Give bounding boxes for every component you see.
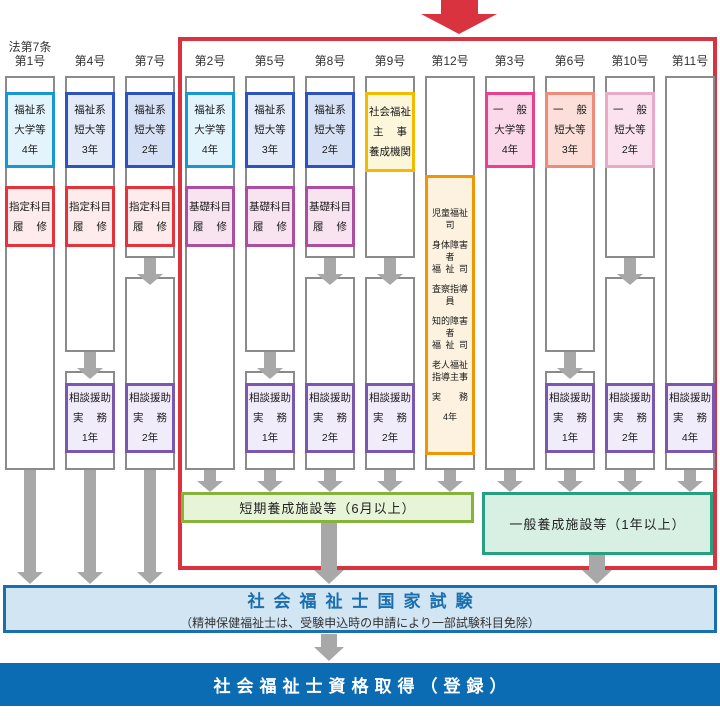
arrow-to-facility-第8号-head <box>317 481 343 492</box>
law-article7-frame <box>178 37 717 570</box>
national-exam-note: （精神保健福祉士は、受験申込時の申請により一部試験科目免除） <box>180 616 540 630</box>
arrow-down-第8号-head <box>317 274 343 285</box>
registration-title: 社会福祉士資格取得（登録） <box>213 677 513 696</box>
arrow-to-facility-第11号-head <box>677 481 703 492</box>
registration-bar: 社会福祉士資格取得（登録） <box>0 663 720 706</box>
short-training-facility-label: 短期養成施設等（6月以上） <box>239 501 416 516</box>
arrow-to-facility-第3号-head <box>497 481 523 492</box>
arrow-to-exam-第7号-head <box>137 572 163 584</box>
column-label-第11号: 第11号 <box>671 54 709 68</box>
arrow-down-第5号-head <box>257 368 283 379</box>
general-training-facility-label: 一般養成施設等（1年以上） <box>509 517 686 532</box>
national-exam-title: 社会福祉士国家試験 <box>247 592 482 611</box>
arrow-down-第5号 <box>264 352 276 368</box>
arrow-exam-to-registration <box>321 634 337 647</box>
arrow-to-facility-第5号 <box>264 470 276 481</box>
arrow-short-facility-to-exam-head <box>314 570 344 584</box>
course-box-第7号: 指定科目履修 <box>125 186 175 247</box>
column-label-第7号: 第7号 <box>134 54 166 68</box>
arrow-down-第10号 <box>624 258 636 274</box>
school-box-第9号: 社会福祉主事養成機関 <box>365 92 415 172</box>
arrow-to-exam-第4号-head <box>77 572 103 584</box>
arrow-to-facility-第12号 <box>444 470 456 481</box>
arrow-down-第6号-head <box>557 368 583 379</box>
course-box-第8号: 基礎科目履修 <box>305 186 355 247</box>
arrow-down-第4号 <box>84 352 96 368</box>
column-label-第8号: 第8号 <box>314 54 346 68</box>
arrow-down-第7号-head <box>137 274 163 285</box>
arrow-to-facility-第11号 <box>684 470 696 481</box>
course-box-第1号: 指定科目履修 <box>5 186 55 247</box>
arrow-to-exam-第4号 <box>84 470 96 572</box>
column-label-第4号: 第4号 <box>74 54 106 68</box>
arrow-to-facility-第5号-head <box>257 481 283 492</box>
arrow-down-第7号 <box>144 258 156 274</box>
arrow-to-exam-第1号 <box>24 470 36 572</box>
short-training-facility-box: 短期養成施設等（6月以上） <box>181 492 474 523</box>
arrow-to-facility-第6号-head <box>557 481 583 492</box>
arrow-to-facility-第12号-head <box>437 481 463 492</box>
arrow-to-facility-第10号-head <box>617 481 643 492</box>
arrow-to-facility-第9号 <box>384 470 396 481</box>
arrow-to-facility-第2号-head <box>197 481 223 492</box>
column-label-第12号: 第12号 <box>431 54 469 68</box>
arrow-down-第9号-head <box>377 274 403 285</box>
arrow-exam-to-registration-head <box>314 647 344 661</box>
column-label-第6号: 第6号 <box>554 54 586 68</box>
arrow-to-exam-第7号 <box>144 470 156 572</box>
arrow-to-exam-第1号-head <box>17 572 43 584</box>
arrow-to-facility-第6号 <box>564 470 576 481</box>
arrow-to-facility-第2号 <box>204 470 216 481</box>
column-label-第9号: 第9号 <box>374 54 406 68</box>
column-label-第1号: 第1号 <box>14 54 46 68</box>
arrow-general-facility-to-exam-head <box>582 570 612 584</box>
general-training-facility-box: 一般養成施設等（1年以上） <box>482 492 713 555</box>
course-box-第5号: 基礎科目履修 <box>245 186 295 247</box>
column-label-第5号: 第5号 <box>254 54 286 68</box>
national-exam-box: 社会福祉士国家試験 （精神保健福祉士は、受験申込時の申請により一部試験科目免除） <box>3 585 717 633</box>
law-ref-label: 法第7条 <box>8 40 52 54</box>
arrow-down-第10号-head <box>617 274 643 285</box>
arrow-down-第4号-head <box>77 368 103 379</box>
column-label-第10号: 第10号 <box>611 54 649 68</box>
course-box-第2号: 基礎科目履修 <box>185 186 235 247</box>
course-box-第4号: 指定科目履修 <box>65 186 115 247</box>
arrow-to-facility-第8号 <box>324 470 336 481</box>
column-label-第3号: 第3号 <box>494 54 526 68</box>
arrow-to-facility-第3号 <box>504 470 516 481</box>
column-label-第2号: 第2号 <box>194 54 226 68</box>
arrow-down-第6号 <box>564 352 576 368</box>
entry-arrow <box>440 0 478 14</box>
entry-arrow-head <box>421 14 497 34</box>
arrow-to-facility-第9号-head <box>377 481 403 492</box>
arrow-short-facility-to-exam <box>321 523 337 570</box>
arrow-to-facility-第10号 <box>624 470 636 481</box>
arrow-down-第9号 <box>384 258 396 274</box>
arrow-down-第8号 <box>324 258 336 274</box>
arrow-general-facility-to-exam <box>589 555 605 570</box>
